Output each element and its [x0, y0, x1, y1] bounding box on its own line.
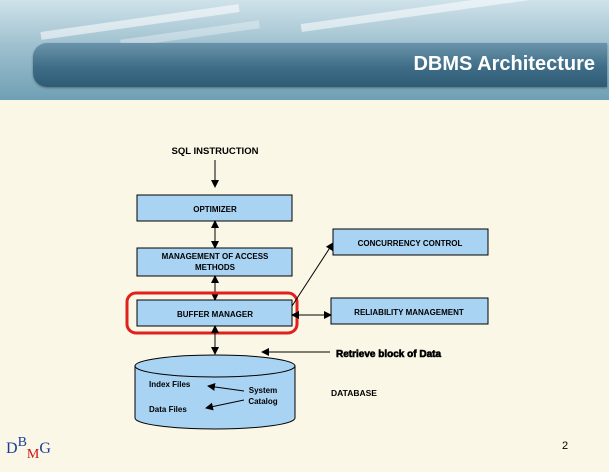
slide-title: DBMS Architecture — [413, 53, 595, 75]
access-methods-label-line2: METHODS — [195, 263, 236, 272]
concurrency-control-box — [332, 228, 489, 256]
database-label: DATABASE — [331, 388, 377, 398]
system-catalog-label-line2: Catalog — [248, 397, 277, 406]
concurrency-control-label: CONCURRENCY CONTROL — [358, 239, 463, 248]
data-files-label: Data Files — [149, 405, 187, 414]
title-bar: DBMS Architecture — [33, 43, 607, 87]
dbmg-logo: DBMG — [6, 435, 51, 462]
database-cylinder-top — [134, 354, 296, 378]
page-number: 2 — [562, 440, 569, 452]
reliability-management-box — [330, 297, 489, 325]
reliability-management-label: RELIABILITY MANAGEMENT — [354, 308, 464, 317]
system-catalog-label-line1: System — [249, 386, 277, 395]
database-cylinder-body — [134, 366, 296, 430]
retrieve-block-label: Retrieve block of Data — [336, 349, 441, 360]
optimizer-label: OPTIMIZER — [193, 205, 237, 214]
buffer-manager-label: BUFFER MANAGER — [177, 310, 253, 319]
catalog-to-index-arrow — [207, 383, 245, 392]
catalog-to-data-arrow — [205, 399, 245, 411]
access-methods-label-line1: MANAGEMENT OF ACCESS — [162, 252, 269, 261]
sql-instruction-label: SQL INSTRUCTION — [172, 146, 259, 157]
index-files-label: Index Files — [149, 380, 191, 389]
buffer-concurrency-arrow — [291, 242, 334, 307]
access-methods-box — [136, 247, 293, 277]
